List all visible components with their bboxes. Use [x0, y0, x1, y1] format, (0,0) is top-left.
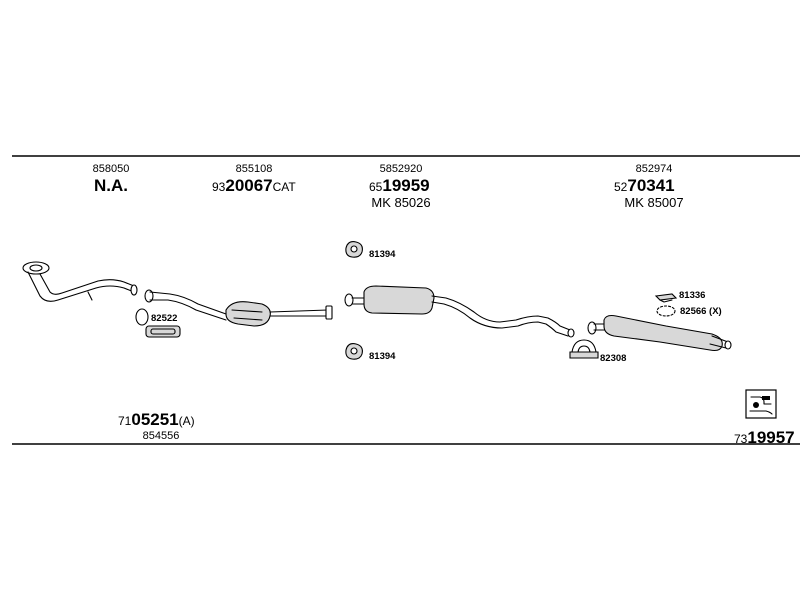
column-4-labels: 852974 5270341 MK 85007	[614, 163, 684, 210]
column-4-main-number: 5270341	[614, 176, 675, 195]
ring-82566-label: 82566 (X)	[680, 306, 722, 317]
column-1-top-number: 858050	[93, 163, 130, 175]
clip-81336-label: 81336	[679, 290, 705, 301]
rear-silencer-drawing	[587, 314, 732, 352]
column-2-top-number: 855108	[236, 163, 273, 175]
column-3-prefix: 65	[369, 180, 383, 194]
footer-right-labels: 7319957	[734, 389, 795, 447]
column-1-labels: 858050 N.A.	[93, 163, 130, 195]
clamp-82308-label: 82308	[600, 353, 626, 364]
column-2-labels: 855108 9320067CAT	[212, 163, 296, 195]
column-4-prefix: 52	[614, 180, 628, 194]
catalytic-converter-drawing	[144, 289, 333, 327]
front-pipe-drawing	[22, 261, 138, 302]
column-3-labels: 5852920 6519959 MK 85026	[369, 163, 431, 210]
footer-right-bold: 19957	[747, 428, 794, 447]
column-2-prefix: 93	[212, 180, 226, 194]
exhaust-system-icon	[745, 389, 777, 419]
column-4-top-number: 852974	[636, 163, 673, 175]
column-3-main-number: 6519959	[369, 176, 430, 195]
footer-left-labels: 7105251(A) 854556	[118, 410, 195, 442]
column-3-top-number: 5852920	[380, 163, 423, 175]
ring-82566: 82566 (X)	[656, 305, 722, 317]
column-4-sub-label: MK 85007	[624, 195, 683, 210]
column-2-main-number: 9320067CAT	[212, 176, 296, 195]
footer-left-bold: 05251	[131, 410, 178, 429]
footer-left-sub-number: 854556	[143, 430, 180, 442]
footer-left-prefix: 71	[118, 414, 132, 428]
column-4-bold: 70341	[627, 176, 674, 195]
gasket-82522: 82522	[135, 308, 181, 338]
hanger-81394-lower: 81394	[345, 343, 396, 362]
footer-left-suffix: (A)	[179, 414, 195, 428]
hanger-lower-label: 81394	[369, 351, 396, 362]
clamp-82308: 82308	[569, 339, 626, 364]
center-silencer-drawing	[344, 285, 575, 338]
clip-81336: 81336	[654, 290, 705, 303]
column-2-bold: 20067	[225, 176, 272, 195]
column-2-suffix: CAT	[273, 180, 297, 194]
column-3-sub-label: MK 85026	[371, 195, 430, 210]
footer-left-main-number: 7105251(A)	[118, 410, 195, 429]
column-1-main-label: N.A.	[94, 176, 128, 195]
hanger-upper-label: 81394	[369, 249, 396, 260]
footer-right-prefix: 73	[734, 432, 748, 446]
footer-right-main-number: 7319957	[734, 428, 795, 447]
hanger-81394-upper: 81394	[345, 241, 396, 260]
column-3-bold: 19959	[382, 176, 429, 195]
gasket-82522-label: 82522	[151, 313, 177, 324]
